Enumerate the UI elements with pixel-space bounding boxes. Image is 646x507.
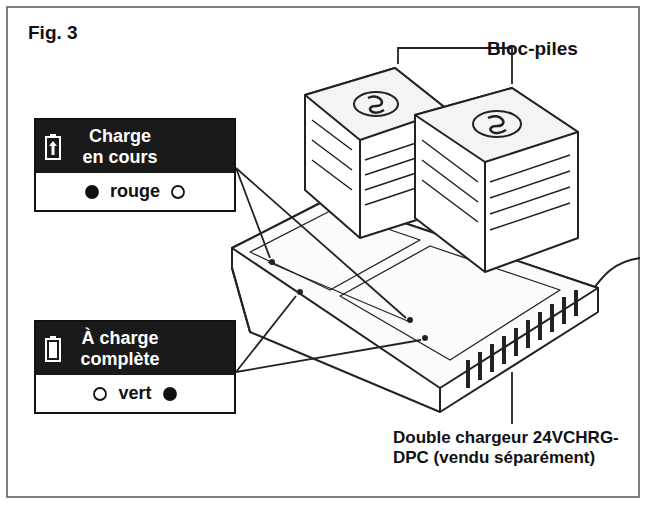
vents [468, 290, 576, 388]
leader-line [236, 48, 512, 424]
part-label: Bloc-piles [487, 38, 627, 60]
color-label: rouge [110, 181, 160, 202]
status-heading: À charge complète [78, 328, 162, 369]
status-callout-box: À charge complète vert [34, 320, 236, 414]
empty-dot [92, 386, 108, 402]
filled-dot [162, 386, 178, 402]
battery-pack [415, 88, 578, 272]
callout-body: vert [36, 375, 234, 412]
status-callout-box: Charge en cours rouge [34, 118, 236, 212]
figure-title: Fig. 3 [28, 22, 78, 44]
filled-dot [84, 184, 100, 200]
battery-icon [44, 133, 62, 161]
status-heading: Charge en cours [78, 126, 162, 167]
empty-dot [170, 184, 186, 200]
callout-header: Charge en cours [36, 120, 234, 173]
part-label: Double chargeur 24VCHRG-DPC (vendu sépar… [393, 428, 633, 467]
battery-icon [44, 335, 62, 363]
callout-header: À charge complète [36, 322, 234, 375]
frame [7, 7, 639, 497]
callout-body: rouge [36, 173, 234, 210]
color-label: vert [118, 383, 151, 404]
